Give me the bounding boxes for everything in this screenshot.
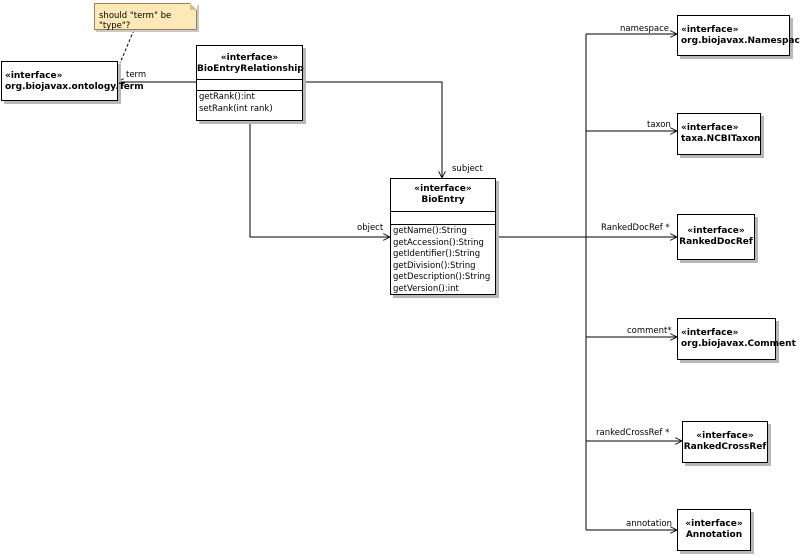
method: getVersion():int <box>393 283 459 294</box>
class-bioentryrelationship[interactable]: «interface» BioEntryRelationship getRank… <box>196 45 304 121</box>
methods-compartment: getRank():int setRank(int rank) <box>197 90 302 115</box>
methods-compartment: getName():String getAccession():String g… <box>391 224 495 295</box>
class-bioentry[interactable]: «interface» BioEntry getName():String ge… <box>390 178 496 295</box>
method: setRank(int rank) <box>199 103 273 114</box>
method: getDescription():String <box>393 272 491 282</box>
label-subject: subject <box>452 164 483 174</box>
note-text: should "term" be "type"? <box>99 11 172 31</box>
class-term[interactable]: «interface» org.biojavax.ontology.Term <box>1 61 144 101</box>
stereotype-label: «interface» <box>687 226 745 236</box>
class-rankeddocref[interactable]: «interface» RankedDocRef <box>677 214 755 260</box>
class-name: RankedCrossRef <box>683 442 767 452</box>
note-fold <box>190 3 197 10</box>
stereotype-label: «interface» <box>696 431 754 441</box>
class-name: BioEntryRelationship <box>197 64 304 74</box>
class-name: org.biojavax.Namespace <box>681 36 800 46</box>
class-name: Annotation <box>685 530 743 540</box>
class-name: org.biojavax.Comment <box>681 339 796 349</box>
class-name: taxa.NCBITaxon <box>681 134 761 144</box>
method: getName():String <box>393 226 467 236</box>
comment-note: should "term" be "type"? <box>94 3 197 31</box>
stereotype-label: «interface» <box>685 519 743 529</box>
class-name: org.biojavax.ontology.Term <box>5 82 144 92</box>
method: getDivision():String <box>393 260 476 271</box>
label-taxon: taxon <box>647 120 671 130</box>
method: getAccession():String <box>393 237 484 248</box>
class-name: BioEntry <box>421 195 465 205</box>
stereotype-label: «interface» <box>681 25 739 35</box>
label-rankedcrossref: rankedCrossRef * <box>596 428 670 438</box>
label-namespace: namespace <box>620 24 670 34</box>
class-namespace[interactable]: «interface» org.biojavax.Namespace <box>677 15 800 56</box>
subject-association <box>303 81 442 178</box>
method: getRank():int <box>199 92 255 102</box>
stereotype-label: «interface» <box>220 53 279 63</box>
note-anchor-line <box>119 29 135 64</box>
attributes-compartment <box>391 211 495 224</box>
class-rankedcrossref[interactable]: «interface» RankedCrossRef <box>682 421 768 463</box>
class-ncbitaxon[interactable]: «interface» taxa.NCBITaxon <box>677 113 761 155</box>
class-name: RankedDocRef <box>679 237 753 247</box>
stereotype-label: «interface» <box>681 123 739 133</box>
label-annotation: annotation <box>626 519 673 529</box>
label-comment: comment* <box>627 326 672 336</box>
method: getIdentifier():String <box>393 249 481 259</box>
class-annotation[interactable]: «interface» Annotation <box>677 509 751 551</box>
class-comment[interactable]: «interface» org.biojavax.Comment <box>677 318 796 360</box>
object-association <box>249 124 390 237</box>
label-rankeddocref: RankedDocRef * <box>601 223 670 233</box>
stereotype-label: «interface» <box>681 328 739 338</box>
stereotype-label: «interface» <box>414 184 472 194</box>
label-object: object <box>357 223 384 233</box>
label-term: term <box>126 70 147 80</box>
attributes-compartment <box>197 79 302 90</box>
stereotype-label: «interface» <box>5 71 63 81</box>
